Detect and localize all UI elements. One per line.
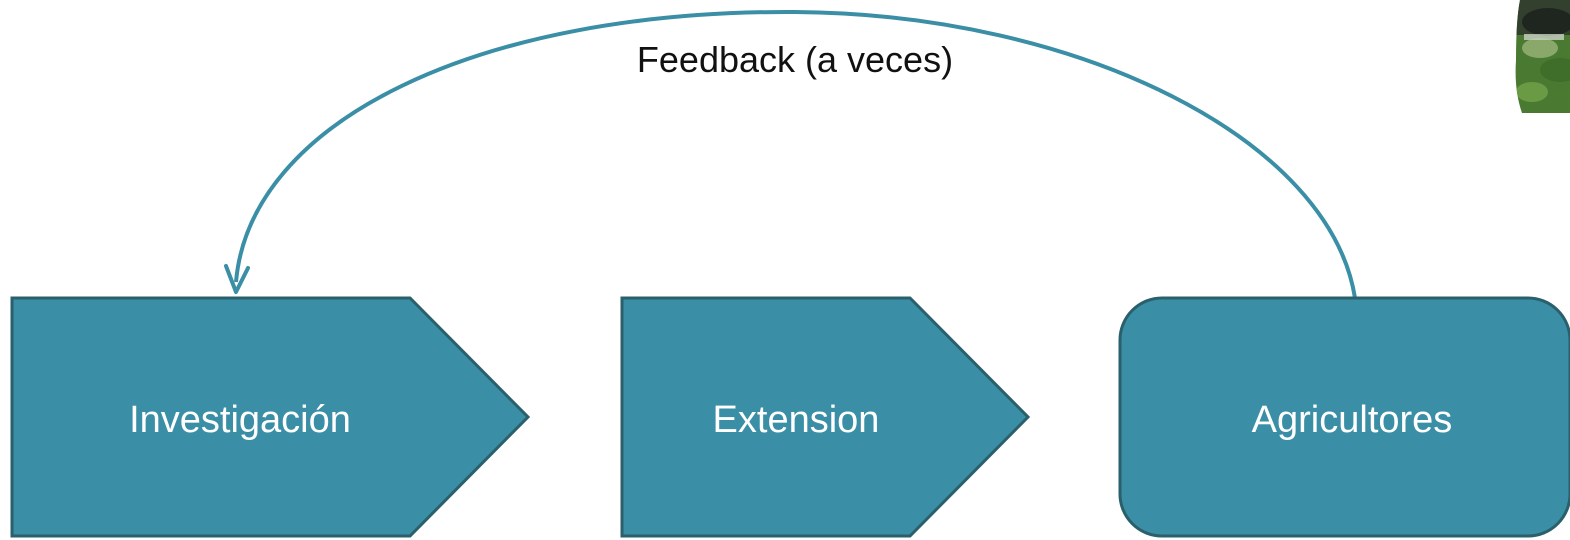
- node-agricultores: Agricultores: [1118, 296, 1570, 538]
- node-extension: Extension: [620, 296, 1031, 538]
- feedback-arrow: [234, 9, 1357, 299]
- node-investigacion: Investigación: [10, 296, 531, 538]
- node-investigacion-label: Investigación: [129, 399, 351, 441]
- feedback-label: Feedback (a veces): [637, 39, 953, 80]
- node-agricultores-shape: [1118, 296, 1570, 538]
- node-agricultores-label: Agricultores: [1252, 399, 1453, 441]
- feedback-arrowhead-icon: [224, 264, 250, 294]
- node-extension-shape: [620, 296, 1031, 538]
- node-investigacion-shape: [10, 296, 531, 538]
- corner-photo: [1515, 0, 1570, 113]
- node-extension-label: Extension: [713, 399, 880, 441]
